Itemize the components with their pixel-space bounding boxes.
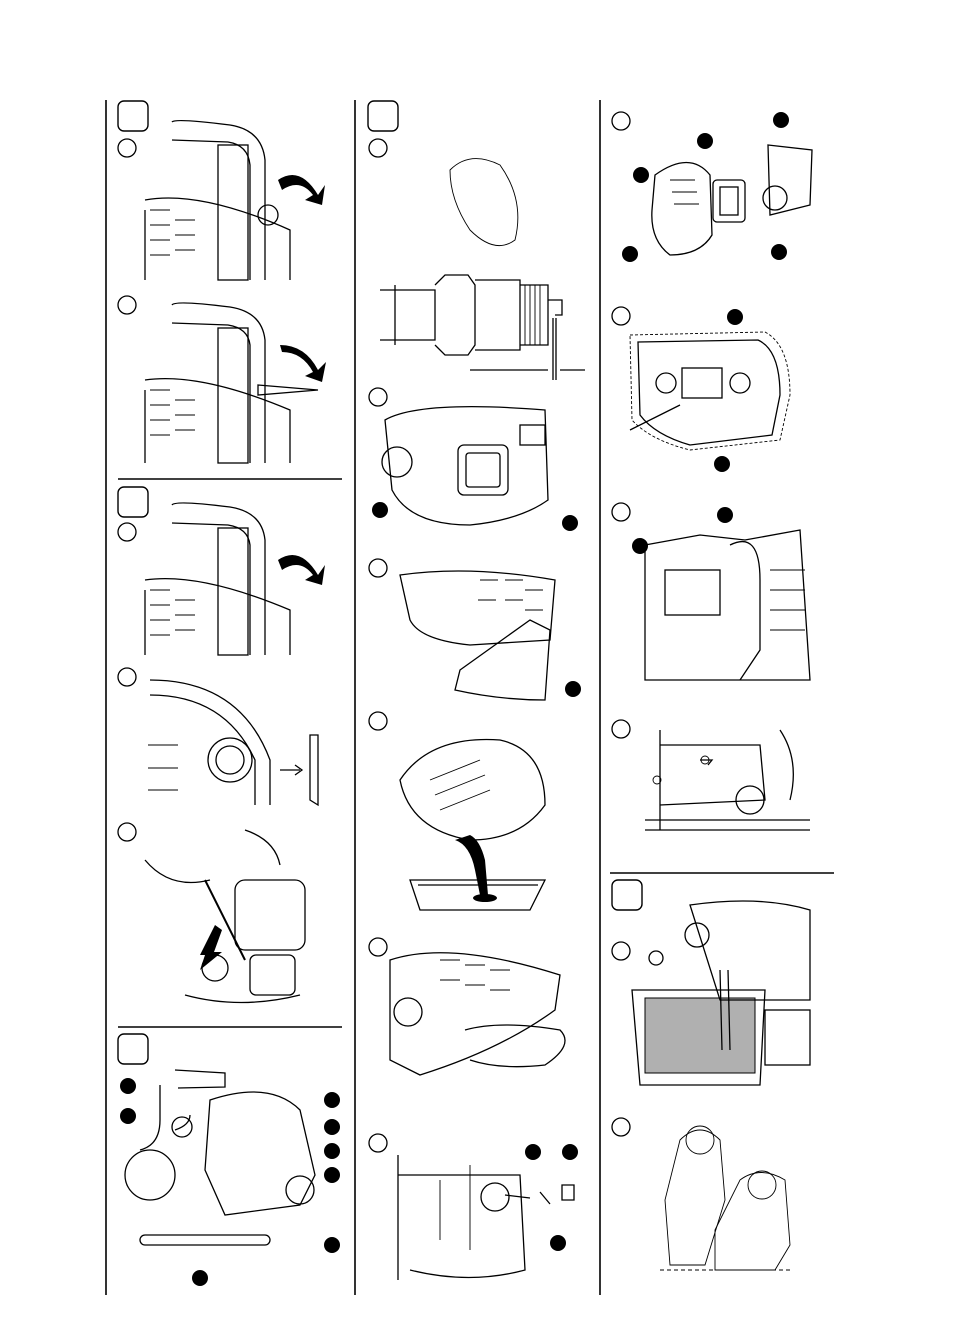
callout-dot	[324, 1092, 340, 1108]
oil-drain-illustration	[399, 738, 547, 911]
fuel-tank-filter-illustration	[397, 1155, 575, 1280]
handle-lever-up-illustration-2	[144, 502, 325, 656]
air-filter-exploded-illustration	[651, 144, 813, 256]
callout-dot	[324, 1237, 340, 1253]
callout-dot	[697, 133, 713, 149]
step-label-circle	[368, 937, 388, 957]
service-dealer-illustration	[660, 1125, 791, 1271]
callout-dot	[773, 112, 789, 128]
handle-lever-down-illustration	[144, 302, 326, 464]
step-label-circle	[117, 822, 137, 842]
callout-dot	[622, 246, 638, 262]
drain-pan-illustration	[631, 900, 811, 1086]
handle-lever-up-illustration	[144, 119, 325, 281]
step-label-circle	[368, 558, 388, 578]
callout-dot	[550, 1235, 566, 1251]
callout-dot	[714, 456, 730, 472]
engine-cover-illustration	[381, 406, 549, 526]
callout-dot	[324, 1167, 340, 1183]
step-label-circle	[368, 138, 388, 158]
callout-dot	[324, 1119, 340, 1135]
section-label-box	[367, 100, 399, 132]
step-label-circle	[368, 387, 388, 407]
section-label-box	[117, 1033, 149, 1065]
callout-dot	[372, 502, 388, 518]
callout-dot	[525, 1144, 541, 1160]
carburetor-illustration	[644, 529, 811, 681]
section-label-box	[117, 100, 149, 132]
step-label-circle	[368, 711, 388, 731]
air-filter-cover-illustration	[629, 331, 791, 451]
callout-dot	[727, 309, 743, 325]
callout-dot	[633, 167, 649, 183]
section-label-box	[117, 486, 149, 518]
step-label-circle	[117, 522, 137, 542]
fuel-filter-illustration	[389, 952, 566, 1076]
cleaning-illustration	[144, 829, 306, 1004]
step-label-circle	[368, 1133, 388, 1153]
step-label-circle	[611, 502, 631, 522]
section-label-box	[611, 879, 643, 911]
callout-dot	[120, 1078, 136, 1094]
step-label-circle	[117, 138, 137, 158]
callout-dot	[120, 1108, 136, 1124]
callout-dot	[324, 1143, 340, 1159]
callout-dot	[192, 1270, 208, 1286]
callout-dot	[717, 507, 733, 523]
callout-dot	[771, 244, 787, 260]
idle-adjust-illustration	[645, 729, 810, 831]
step-label-circle	[611, 1117, 631, 1137]
step-label-circle	[117, 295, 137, 315]
step-label-circle	[611, 719, 631, 739]
fuel-tank-illustration	[399, 570, 556, 701]
step-label-circle	[117, 667, 137, 687]
step-label-circle	[611, 941, 631, 961]
callout-dot	[565, 681, 581, 697]
pump-overview-illustration	[124, 1069, 316, 1246]
step-label-circle	[611, 111, 631, 131]
cap-removal-illustration	[148, 679, 319, 807]
spark-plug-illustration	[380, 158, 585, 380]
callout-dot	[562, 515, 578, 531]
step-label-circle	[611, 306, 631, 326]
callout-dot	[632, 538, 648, 554]
callout-dot	[562, 1144, 578, 1160]
